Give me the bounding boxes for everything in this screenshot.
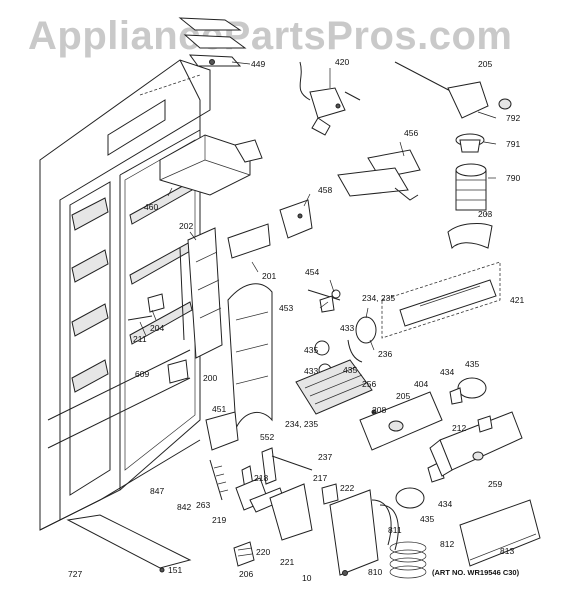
part-label-813: 813 [500, 546, 515, 556]
part-label-202: 202 [179, 221, 194, 231]
diffuser-404 [359, 391, 443, 451]
light-shield-256 [295, 359, 377, 415]
light-housing-259 [429, 411, 523, 477]
part-label-234-235-lower: 234, 235 [285, 419, 319, 429]
part-label-792: 792 [506, 113, 521, 123]
part-label-434-lower: 434 [438, 499, 453, 509]
part-label-811: 811 [388, 525, 402, 535]
part-label-609: 609 [135, 369, 150, 379]
part-label-236: 236 [378, 349, 393, 359]
cover-813 [459, 499, 541, 567]
part-label-451: 451 [212, 404, 227, 414]
trim-727 [66, 514, 192, 573]
part-label-10: 10 [302, 573, 312, 583]
part-label-449: 449 [251, 59, 266, 69]
bulbs-right [395, 377, 487, 509]
water-filter-assembly [394, 61, 512, 249]
part-label-453: 453 [279, 303, 294, 313]
part-label-435-right: 435 [465, 359, 480, 369]
air-duct-201 [179, 223, 271, 359]
part-label-791: 791 [506, 139, 521, 149]
part-label-201: 201 [262, 271, 277, 281]
part-label-552: 552 [260, 432, 275, 442]
art-number: (ART NO. WR19546 C30) [432, 568, 520, 577]
part-label-434-upper: 434 [440, 367, 455, 377]
duct-cover-460 [159, 134, 263, 196]
leader-lines [139, 61, 497, 351]
air-tower-200 [227, 283, 273, 430]
part-label-435-lower: 435 [420, 514, 435, 524]
control-housing-421 [381, 261, 501, 339]
part-label-256: 256 [362, 379, 377, 389]
part-label-404: 404 [414, 379, 429, 389]
part-label-433-upper: 433 [340, 323, 355, 333]
part-label-842: 842 [177, 502, 192, 512]
part-label-234-235-upper: 234, 235 [362, 293, 396, 303]
part-label-456: 456 [404, 128, 419, 138]
part-label-435-upper: 435 [304, 345, 319, 355]
part-label-812: 812 [440, 539, 455, 549]
part-label-220: 220 [256, 547, 271, 557]
part-label-217: 217 [313, 473, 328, 483]
part-label-433-lower: 433 [304, 366, 319, 376]
part-label-218: 218 [254, 473, 269, 483]
part-label-421: 421 [510, 295, 525, 305]
dispenser-tubing [329, 489, 427, 579]
part-label-222: 222 [340, 483, 355, 493]
part-label-221: 221 [280, 557, 295, 567]
part-label-458: 458 [318, 185, 333, 195]
part-label-259: 259 [488, 479, 503, 489]
part-label-790: 790 [506, 173, 521, 183]
hinge-cover-449 [178, 17, 247, 67]
part-label-203: 203 [478, 209, 493, 219]
small-parts-left [127, 293, 239, 451]
part-label-205-lower: 205 [396, 391, 411, 401]
part-label-219: 219 [212, 515, 227, 525]
watermark: AppliancePartsPros.com [28, 14, 513, 58]
light-harness-420 [299, 61, 361, 136]
part-label-727: 727 [68, 569, 83, 579]
part-label-204: 204 [150, 323, 165, 333]
part-label-205: 205 [478, 59, 493, 69]
bracket-458 [279, 199, 313, 239]
bracket-456 [337, 149, 421, 201]
cabinet-shell [39, 59, 211, 531]
part-label-847: 847 [150, 486, 165, 496]
part-label-263: 263 [196, 500, 211, 510]
part-label-208: 208 [372, 405, 387, 415]
part-label-460: 460 [144, 202, 159, 212]
part-label-200: 200 [203, 373, 218, 383]
part-label-206: 206 [239, 569, 254, 579]
part-label-810: 810 [368, 567, 383, 577]
lower-mechanism [209, 447, 339, 567]
part-label-237: 237 [318, 452, 333, 462]
part-label-212: 212 [452, 423, 467, 433]
part-label-211: 211 [133, 334, 147, 344]
part-label-454: 454 [305, 267, 320, 277]
part-label-435-middle: 435 [343, 365, 358, 375]
part-label-420: 420 [335, 57, 350, 67]
part-label-151: 151 [168, 565, 183, 575]
